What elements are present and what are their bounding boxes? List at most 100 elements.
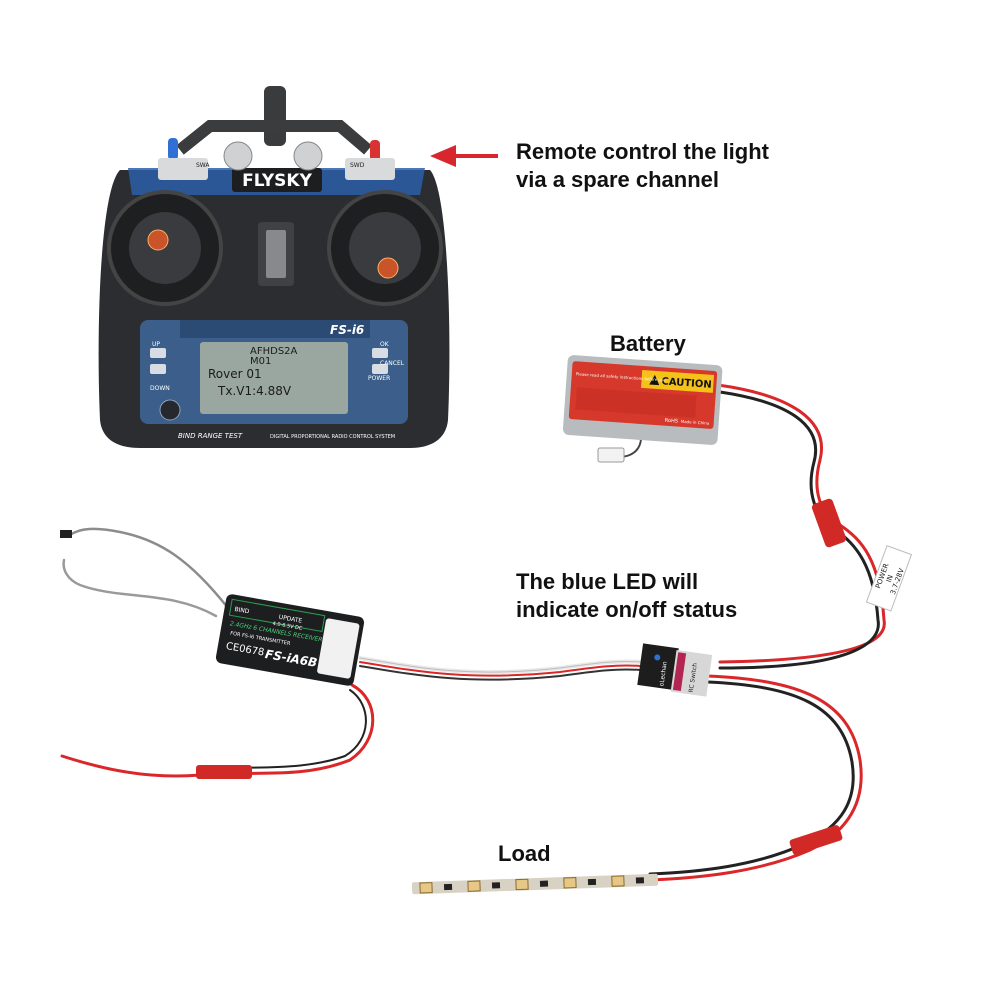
- remote-caption-line-1: Remote control the light: [516, 139, 769, 164]
- load-lead-black: [648, 680, 855, 876]
- button-up: [150, 348, 166, 358]
- led-5: [611, 875, 625, 887]
- label-swd: SWD: [350, 162, 365, 169]
- label-cancel: CANCEL: [380, 360, 405, 367]
- antenna-wire-2: [62, 558, 218, 618]
- receiver-power-black: [199, 689, 367, 771]
- trim-center-inner: [266, 230, 286, 278]
- warning-icon: [649, 374, 660, 386]
- rc-switch-module: oLechan RC Switch: [637, 643, 713, 697]
- battery-rohs: RoHS: [665, 418, 679, 425]
- screen-header: [180, 320, 370, 338]
- power-in-label: POWER IN 3.7-28V: [865, 545, 913, 612]
- resistor-5: [635, 877, 645, 884]
- receiver-power-red: [60, 683, 375, 778]
- battery-caption: Battery: [610, 330, 686, 358]
- battery-made-in: Made in China: [681, 419, 710, 426]
- status-led-icon: [654, 654, 661, 661]
- transmitter-bottom-right: DIGITAL PROPORTIONAL RADIO CONTROL SYSTE…: [270, 434, 395, 440]
- power-button: [159, 399, 181, 421]
- gimbal-left: [129, 212, 201, 284]
- screen-line-1: AFHDS2A: [250, 346, 298, 357]
- battery-caption-text: Battery: [610, 331, 686, 356]
- battery-text-lines: [575, 387, 697, 418]
- jst-connector-load: [789, 825, 843, 855]
- stick-left: [147, 229, 169, 251]
- transmitter-bottom-left: BIND RANGE TEST: [178, 432, 243, 440]
- lcd-screen: [200, 342, 348, 414]
- battery-label-yellow: [640, 369, 715, 393]
- screen-line-3: Rover 01: [208, 367, 262, 381]
- wires: [60, 383, 886, 882]
- label-power: POWER: [368, 375, 390, 382]
- signal-wire-red: [359, 661, 641, 677]
- arrow-icon: [430, 145, 498, 167]
- transmitter: FLYSKY SWA SWD FS-i6 AFHDS2A M01 Rover 0…: [98, 86, 450, 448]
- jst-connector-battery: [811, 498, 847, 548]
- knob-left: [223, 141, 253, 171]
- toggle-red: [370, 140, 380, 162]
- button-cancel: [372, 364, 388, 374]
- label-down: DOWN: [150, 385, 170, 392]
- receiver-top-band: [228, 598, 326, 633]
- battery-lead-red: [716, 383, 886, 664]
- knob-right: [293, 141, 323, 171]
- receiver-volt: 4.0-6.5V DC: [272, 621, 303, 632]
- brand-plate: [232, 168, 322, 192]
- jst-connector-left: [196, 765, 252, 779]
- switch-left-board: [637, 643, 679, 690]
- load-caption-text: Load: [498, 841, 551, 866]
- resistor-1: [443, 883, 453, 891]
- button-ok: [372, 348, 388, 358]
- label-ok: OK: [380, 341, 390, 348]
- receiver-bind: BIND: [234, 606, 250, 616]
- button-down: [150, 364, 166, 374]
- battery-caution: CAUTION: [661, 376, 712, 390]
- led-caption-line-2: indicate on/off status: [516, 597, 738, 622]
- resistor-4: [587, 878, 597, 886]
- switch-brand: oLechan: [658, 661, 668, 687]
- label-up: UP: [152, 341, 160, 348]
- battery: CAUTION Please read all safety instructi…: [562, 355, 723, 445]
- signal-wire-black: [359, 665, 641, 681]
- toggle-blue: [168, 138, 178, 160]
- screen-line-4: Tx.V1:4.88V: [217, 384, 292, 398]
- toggle-base-right: [345, 158, 395, 180]
- transmitter-antenna: [264, 86, 286, 146]
- transmitter-handle: [176, 120, 372, 155]
- transmitter-brand: FLYSKY: [242, 171, 313, 191]
- led-caption-line-1: The blue LED will: [516, 569, 699, 594]
- switch-name: RC Switch: [688, 662, 699, 693]
- balance-connector: [597, 447, 625, 463]
- antenna-wire-1: [68, 527, 230, 610]
- load-lead-red: [648, 674, 863, 882]
- toggle-base-left: [158, 158, 208, 180]
- transmitter-model: FS-i6: [330, 323, 364, 337]
- remote-control-caption: Remote control the light via a spare cha…: [516, 138, 769, 194]
- led-strip: [411, 873, 659, 895]
- stick-right: [377, 257, 399, 279]
- receiver-update: UPDATE: [278, 614, 303, 625]
- screen-line-2: M01: [250, 356, 271, 367]
- label-swa: SWA: [196, 162, 210, 169]
- led-1: [419, 882, 433, 894]
- load-caption: Load: [498, 840, 551, 868]
- led-4: [563, 877, 577, 889]
- led-2: [467, 880, 481, 892]
- antenna-tip: [60, 530, 72, 538]
- signal-wire-white-outline: [359, 657, 641, 673]
- receiver-pins: [317, 618, 360, 679]
- switch-pcb-stripe: [672, 652, 687, 692]
- gimbal-right: [349, 212, 421, 284]
- battery-warning: Please read all safety instructions befo…: [576, 371, 667, 382]
- battery-lead-black: [718, 390, 880, 670]
- led-3: [515, 878, 529, 891]
- power-label-line2: IN: [885, 574, 895, 584]
- resistor-2: [491, 882, 501, 889]
- receiver: BIND UPDATE 2.4GHz 6 CHANNELS RECEIVER 4…: [215, 594, 365, 686]
- resistor-3: [539, 880, 549, 887]
- remote-caption-line-2: via a spare channel: [516, 167, 719, 192]
- led-status-caption: The blue LED will indicate on/off status: [516, 568, 737, 624]
